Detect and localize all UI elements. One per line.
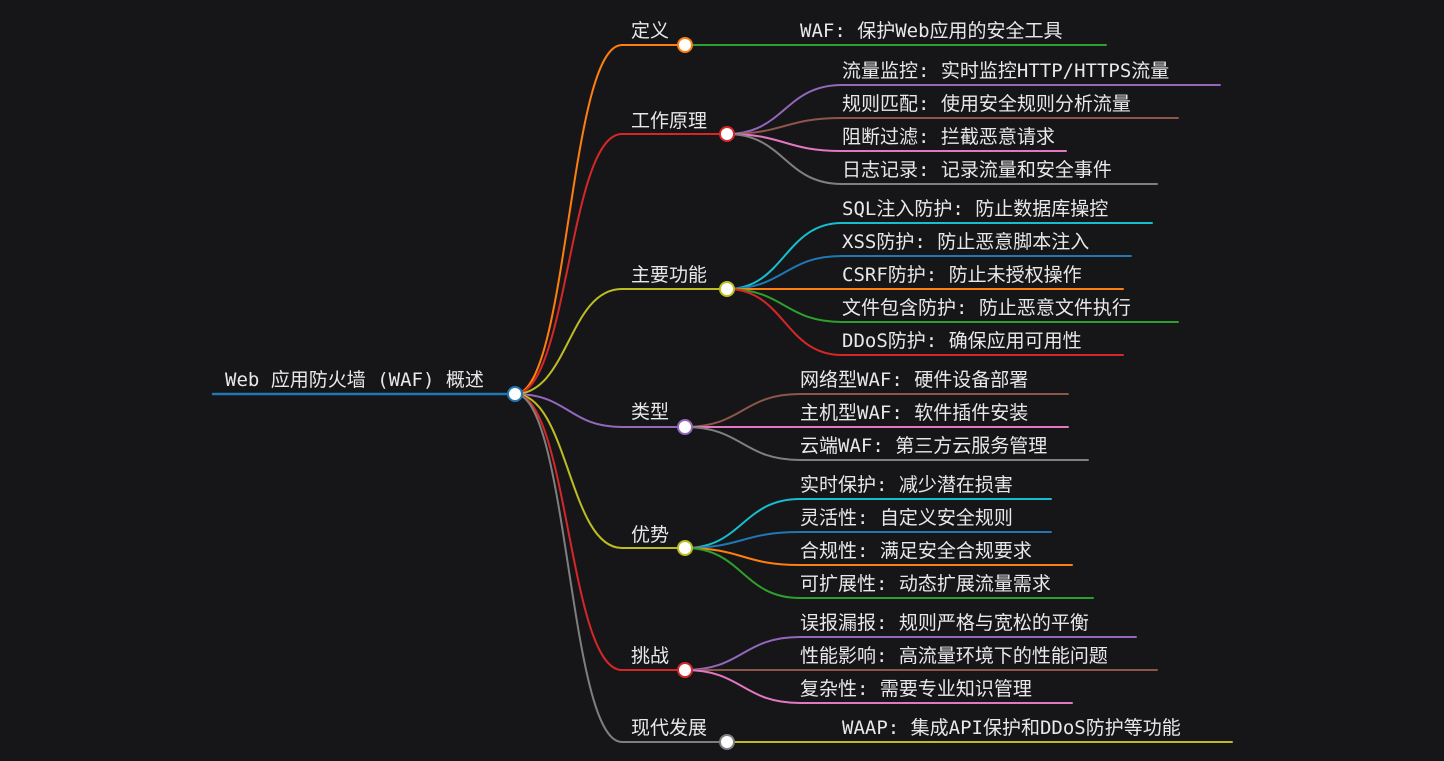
leaf-topic-3-0: 网络型WAF: 硬件设备部署 [800, 369, 1029, 391]
leaf-topic-3-2: 云端WAF: 第三方云服务管理 [800, 435, 1048, 457]
leaf-connector-4-1 [684, 531, 801, 549]
leaf-connector-1-1 [726, 117, 843, 135]
leaf-topic-2-0: SQL注入防护: 防止数据库操控 [842, 198, 1109, 220]
branch-topic-0: 定义 [631, 20, 670, 42]
branch-connector-4 [514, 393, 623, 549]
leaf-topic-5-1: 性能影响: 高流量环境下的性能问题 [800, 645, 1108, 667]
leaf-connector-2-0 [726, 222, 843, 290]
leaf-topic-2-1: XSS防护: 防止恶意脚本注入 [842, 231, 1090, 253]
leaf-connector-5-2 [684, 669, 801, 704]
branch-node-1[interactable] [719, 126, 735, 142]
branch-connector-1 [514, 133, 623, 395]
leaf-connector-3-0 [684, 393, 801, 428]
branch-connector-0 [514, 44, 623, 395]
leaf-connector-1-2 [726, 133, 843, 152]
leaf-connector-4-2 [684, 547, 801, 566]
leaf-topic-4-3: 可扩展性: 动态扩展流量需求 [800, 573, 1051, 595]
leaf-topic-0-0: WAF: 保护Web应用的安全工具 [800, 20, 1063, 42]
branch-node-5[interactable] [677, 662, 693, 678]
branch-node-4[interactable] [677, 540, 693, 556]
leaf-topic-4-1: 灵活性: 自定义安全规则 [800, 507, 1013, 529]
leaf-connector-2-4 [726, 288, 843, 356]
leaf-topic-3-1: 主机型WAF: 软件插件安装 [800, 402, 1029, 424]
leaf-topic-1-1: 规则匹配: 使用安全规则分析流量 [842, 93, 1131, 115]
leaf-topic-1-3: 日志记录: 记录流量和安全事件 [842, 159, 1112, 181]
root-topic: Web 应用防火墙 (WAF) 概述 [225, 369, 484, 391]
leaf-topic-5-0: 误报漏报: 规则严格与宽松的平衡 [800, 612, 1089, 634]
leaf-topic-4-0: 实时保护: 减少潜在损害 [800, 474, 1013, 496]
leaf-topic-1-0: 流量监控: 实时监控HTTP/HTTPS流量 [842, 60, 1170, 82]
leaf-connector-1-0 [726, 84, 843, 135]
leaf-topic-6-0: WAAP: 集成API保护和DDoS防护等功能 [842, 717, 1181, 739]
branch-node-6[interactable] [719, 734, 735, 750]
leaf-topic-1-2: 阻断过滤: 拦截恶意请求 [842, 126, 1055, 148]
leaf-connector-2-3 [726, 288, 843, 323]
leaf-topic-4-2: 合规性: 满足安全合规要求 [800, 540, 1032, 562]
branch-connector-3 [514, 393, 623, 428]
branch-connector-6 [514, 393, 623, 743]
branch-connector-2 [514, 288, 623, 395]
branch-connector-5 [514, 393, 623, 671]
branch-topic-2: 主要功能 [631, 264, 708, 286]
root-node[interactable] [507, 386, 523, 402]
leaf-connector-4-3 [684, 547, 801, 599]
leaf-topic-2-3: 文件包含防护: 防止恶意文件执行 [842, 297, 1131, 319]
leaf-topic-2-2: CSRF防护: 防止未授权操作 [842, 264, 1082, 286]
branch-topic-1: 工作原理 [631, 110, 708, 132]
leaf-connector-4-0 [684, 498, 801, 549]
leaf-topic-5-2: 复杂性: 需要专业知识管理 [800, 678, 1032, 700]
branch-topic-4: 优势 [631, 524, 670, 546]
leaf-connector-2-1 [726, 255, 843, 290]
leaf-connector-5-0 [684, 636, 801, 671]
leaf-connector-1-3 [726, 133, 843, 185]
leaf-connector-3-2 [684, 426, 801, 461]
leaf-topic-2-4: DDoS防护: 确保应用可用性 [842, 330, 1082, 352]
branch-node-3[interactable] [677, 419, 693, 435]
branch-topic-3: 类型 [631, 401, 670, 423]
branch-node-0[interactable] [677, 37, 693, 53]
branch-topic-6: 现代发展 [631, 717, 708, 739]
branch-node-2[interactable] [719, 281, 735, 297]
branch-topic-5: 挑战 [631, 645, 670, 667]
